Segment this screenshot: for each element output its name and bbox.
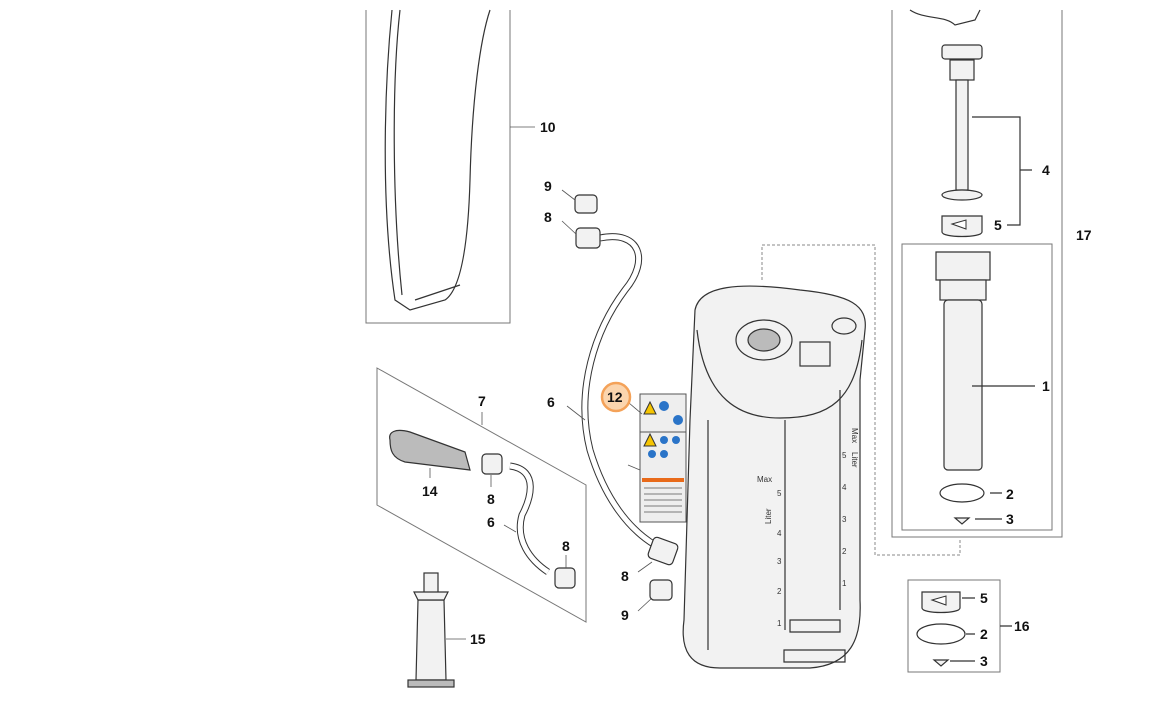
callout-labels: 10 9 8 6 12 7 14 8 6 8 15 8 9 4 5 17 1 2… (422, 119, 1092, 669)
tank-scale-right-mark: 5 (842, 451, 847, 460)
callout-12[interactable]: 12 (607, 389, 623, 405)
tank-scale-right: Max Liter 5 4 3 2 1 (842, 428, 859, 588)
tank-scale-left: Max Liter 5 4 3 2 1 (757, 475, 782, 628)
tank-scale-left-mark: 1 (777, 619, 782, 628)
callout-2[interactable]: 2 (980, 626, 988, 642)
tank-scale-right-mark: 4 (842, 483, 847, 492)
tank-scale-left-mark: 2 (777, 587, 782, 596)
callout-14[interactable]: 14 (422, 483, 438, 499)
callout-8[interactable]: 8 (487, 491, 495, 507)
callout-8[interactable]: 8 (544, 209, 552, 225)
callout-10[interactable]: 10 (540, 119, 556, 135)
part-16-kit (907, 579, 1012, 673)
callout-6[interactable]: 6 (487, 514, 495, 530)
tank-scale-left-mark: 3 (777, 557, 782, 566)
tank-scale-left-mark: 4 (777, 529, 782, 538)
part-7-wand-assembly (376, 367, 587, 623)
part-10-strap (365, 9, 535, 324)
callout-8[interactable]: 8 (621, 568, 629, 584)
tank-scale-right-mark: 1 (842, 579, 847, 588)
callout-4[interactable]: 4 (1042, 162, 1050, 178)
part-17-pump-assembly (891, 9, 1063, 538)
callout-3[interactable]: 3 (980, 653, 988, 669)
tank-scale-left-label: Max (757, 475, 772, 484)
callout-15[interactable]: 15 (470, 631, 486, 647)
callout-17[interactable]: 17 (1076, 227, 1092, 243)
callout-9[interactable]: 9 (544, 178, 552, 194)
part-6-hose (561, 189, 679, 612)
part-15-grease-tube (407, 572, 466, 688)
callout-9[interactable]: 9 (621, 607, 629, 623)
callout-6[interactable]: 6 (547, 394, 555, 410)
tank-scale-left-unit: Liter (764, 508, 773, 524)
callout-8[interactable]: 8 (562, 538, 570, 554)
callout-2[interactable]: 2 (1006, 486, 1014, 502)
callout-16[interactable]: 16 (1014, 618, 1030, 634)
tank-scale-right-mark: 2 (842, 547, 847, 556)
tank-scale-left-mark: 5 (777, 489, 782, 498)
callout-5[interactable]: 5 (994, 217, 1002, 233)
sprayer-tank: Max Liter 5 4 3 2 1 Max Liter 5 4 3 2 1 (682, 244, 961, 669)
callout-5[interactable]: 5 (980, 590, 988, 606)
callout-12-highlight[interactable] (600, 381, 632, 413)
callout-1[interactable]: 1 (1042, 378, 1050, 394)
tank-scale-right-mark: 3 (842, 515, 847, 524)
tank-scale-right-label: Max (850, 428, 859, 443)
tank-scale-right-unit: Liter (850, 452, 859, 468)
part-12-labels (627, 393, 687, 523)
callout-3[interactable]: 3 (1006, 511, 1014, 527)
callout-7[interactable]: 7 (478, 393, 486, 409)
